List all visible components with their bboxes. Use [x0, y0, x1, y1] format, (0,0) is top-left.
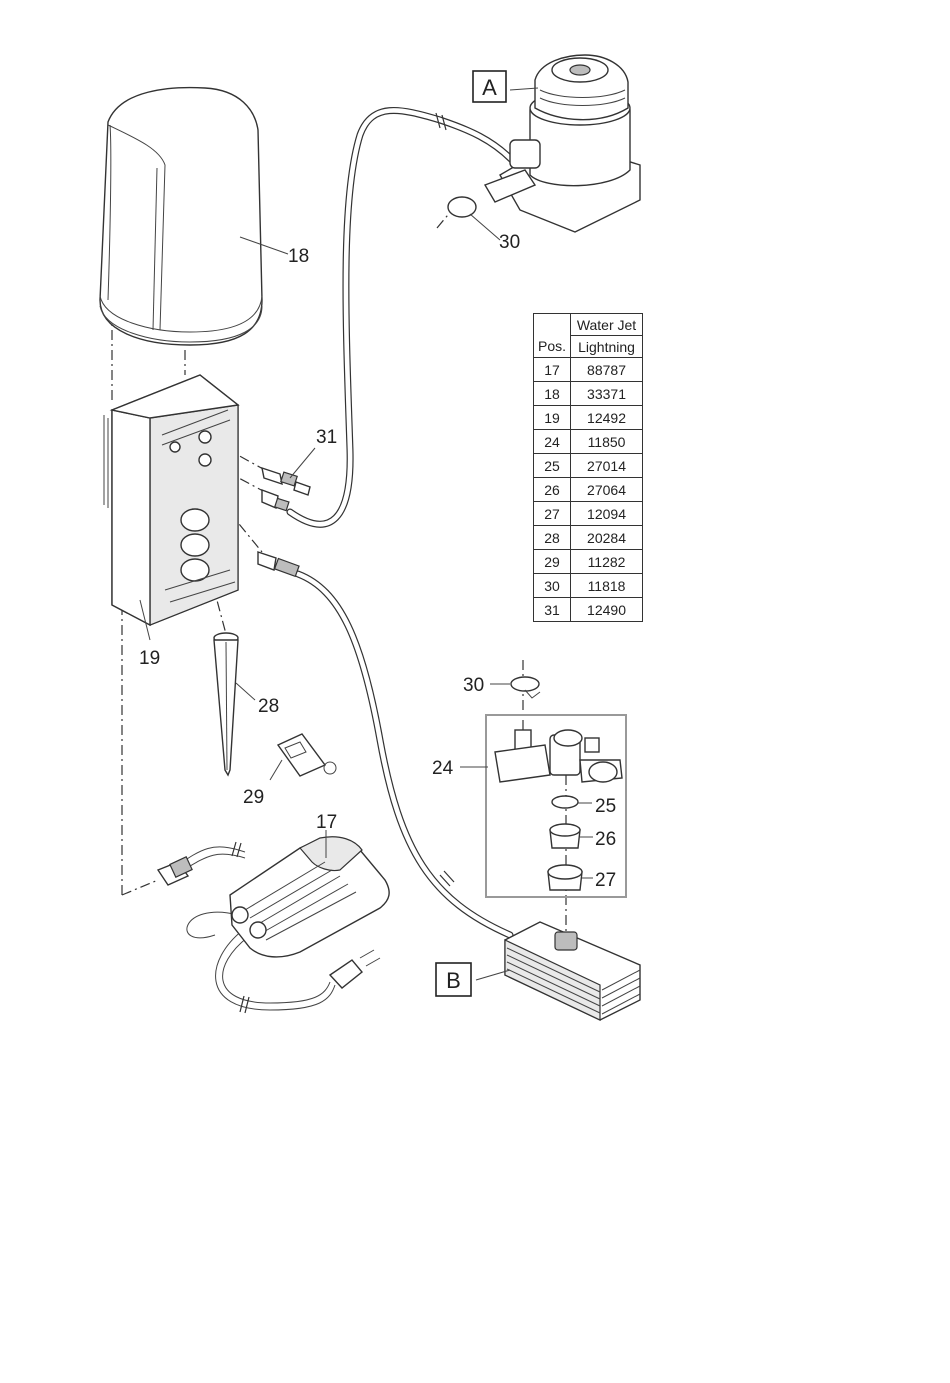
union-nut-part-27 [548, 865, 593, 890]
label-30-bottom: 30 [463, 675, 484, 696]
ground-stake-part-28 [214, 633, 255, 775]
label-19: 19 [139, 648, 160, 669]
callout-box-a: A [473, 71, 506, 102]
transformer-part-17 [158, 830, 389, 988]
label-17: 17 [316, 812, 337, 833]
table-cell-pos: 28 [534, 526, 571, 550]
table-header-row: Pos. Water Jet [534, 314, 643, 336]
table-cell-part-number: 12094 [571, 502, 643, 526]
label-26: 26 [595, 829, 616, 850]
table-cell-part-number: 12492 [571, 406, 643, 430]
hose-clamp-part-30 [490, 677, 540, 698]
table-cell-pos: 26 [534, 478, 571, 502]
table-cell-pos: 24 [534, 430, 571, 454]
table-cell-pos: 31 [534, 598, 571, 622]
table-cell-pos: 19 [534, 406, 571, 430]
hose-to-nozzle [290, 110, 512, 524]
remote-part-29 [270, 734, 336, 780]
header-product-line2: Lightning [571, 336, 643, 358]
label-31: 31 [316, 427, 337, 448]
table-cell-pos: 27 [534, 502, 571, 526]
table-cell-part-number: 11850 [571, 430, 643, 454]
pump-assembly [476, 922, 640, 1020]
table-cell-part-number: 20284 [571, 526, 643, 550]
cover-part-18 [100, 88, 288, 345]
table-cell-pos: 18 [534, 382, 571, 406]
connector-part-31 [262, 448, 315, 511]
table-cell-part-number: 12490 [571, 598, 643, 622]
label-24: 24 [432, 758, 454, 779]
label-25: 25 [595, 796, 616, 817]
label-30-top: 30 [499, 232, 520, 253]
table-cell-pos: 29 [534, 550, 571, 574]
label-28: 28 [258, 696, 279, 717]
label-18: 18 [288, 246, 309, 267]
table-cell-pos: 17 [534, 358, 571, 382]
table-cell-part-number: 33371 [571, 382, 643, 406]
header-product-line1: Water Jet [571, 314, 643, 336]
label-29: 29 [243, 787, 264, 808]
label-27: 27 [595, 870, 616, 891]
callout-a-label: A [482, 75, 497, 100]
table-cell-part-number: 27014 [571, 454, 643, 478]
table-cell-pos: 25 [534, 454, 571, 478]
table-cell-part-number: 27064 [571, 478, 643, 502]
table-cell-part-number: 11282 [571, 550, 643, 574]
callout-b-label: B [446, 968, 461, 993]
table-cell-part-number: 88787 [571, 358, 643, 382]
table-cell-part-number: 11818 [571, 574, 643, 598]
callout-box-b: B [436, 963, 471, 996]
pump-connector-plug [258, 552, 299, 576]
t-piece-part-24 [460, 730, 622, 782]
junction-box-part-19 [104, 375, 238, 640]
table-cell-pos: 30 [534, 574, 571, 598]
gasket-part-25 [552, 796, 592, 808]
header-pos: Pos. [534, 314, 571, 358]
adapter-part-26 [550, 824, 593, 848]
